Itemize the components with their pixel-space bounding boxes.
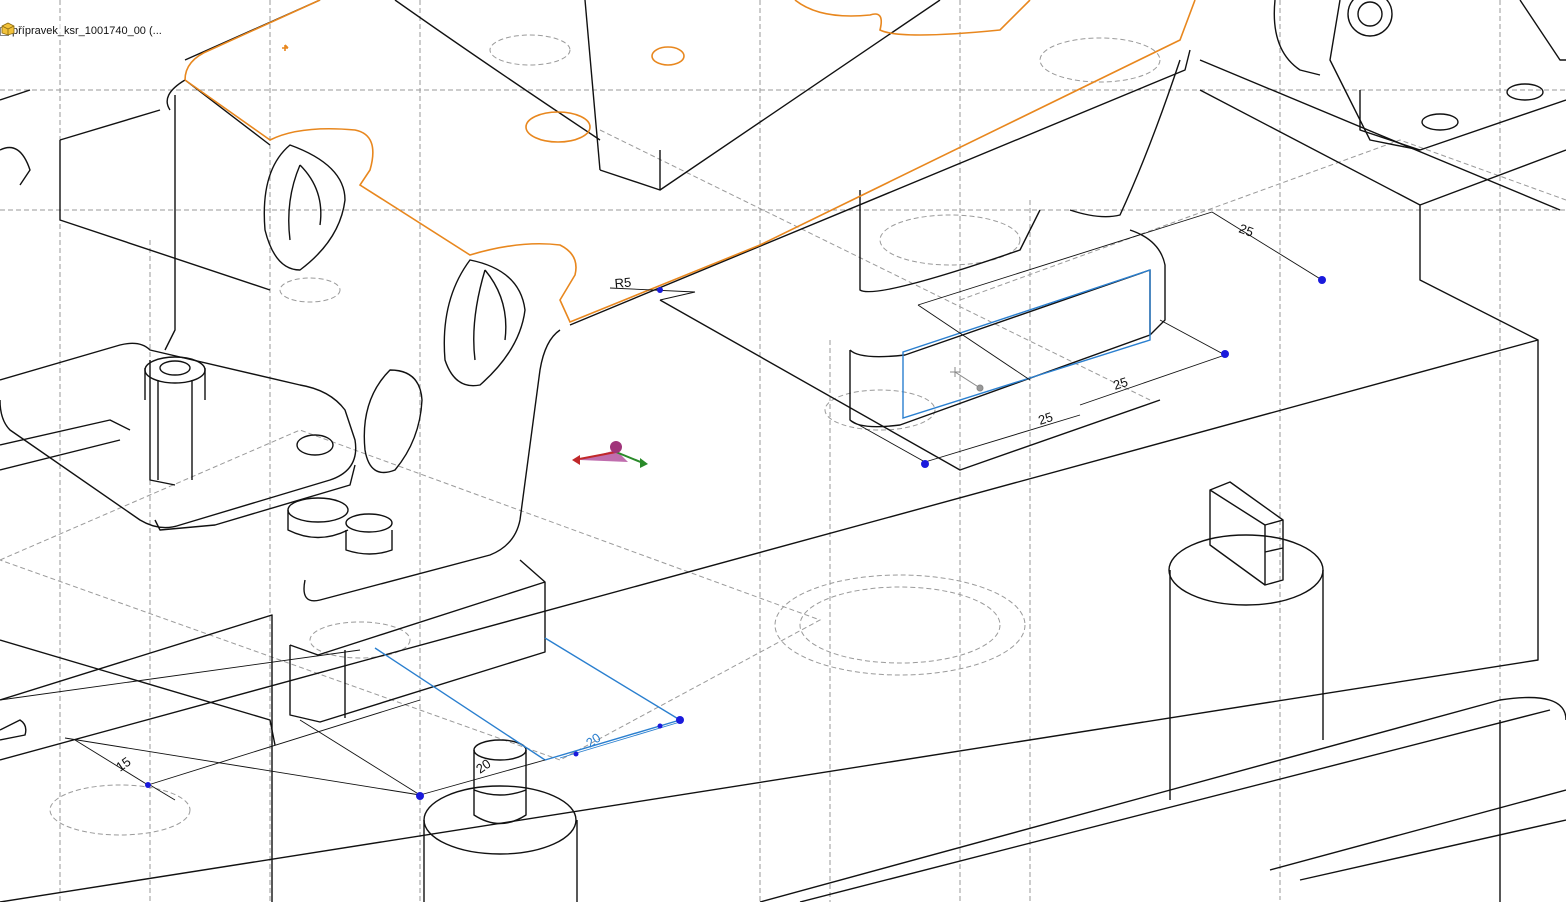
dimension-radius-r5[interactable]: R5 [614, 275, 632, 291]
sketch-geometry [374, 269, 1151, 761]
sketch-points[interactable] [145, 276, 1326, 800]
selected-edges [184, 0, 1196, 324]
reference-triad-icon[interactable] [572, 441, 648, 468]
sketch-origin-icon [950, 367, 984, 392]
feature-tree-root-label: přípravek_ksr_1001740_00 (... [12, 25, 162, 37]
dimension-left-15[interactable]: 15 [113, 754, 133, 775]
dimension-lines [0, 211, 1323, 801]
dimension-mid-25[interactable]: 25 [1111, 374, 1129, 393]
dimension-left-20[interactable]: 20 [473, 756, 493, 777]
dimension-top-25[interactable]: 25 [1237, 221, 1256, 240]
feature-tree-root-item[interactable]: + přípravek_ksr_1001740_00 (... [0, 22, 166, 40]
dimension-blue-20[interactable]: 20 [583, 730, 603, 751]
assembly-part-icon [1, 22, 15, 36]
dimension-bottom-25[interactable]: 25 [1036, 409, 1054, 428]
